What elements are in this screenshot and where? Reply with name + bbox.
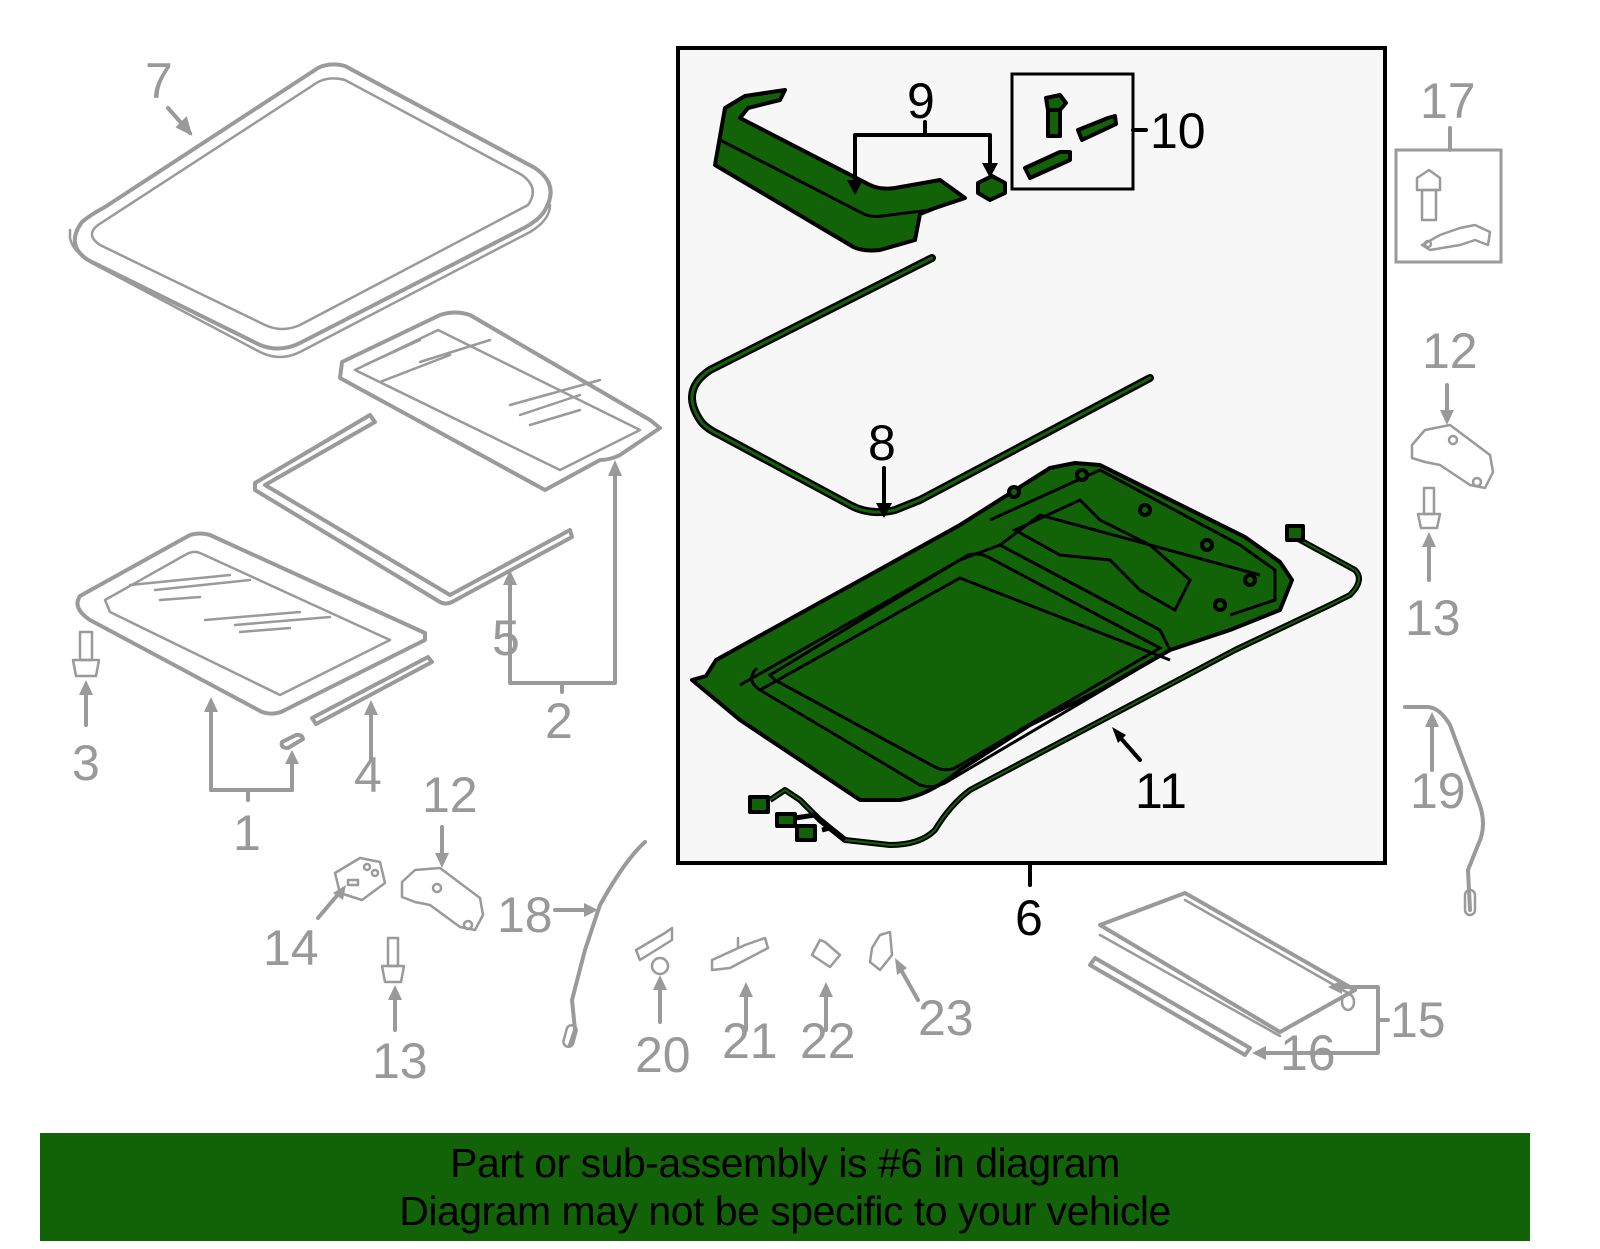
callout-17: 17 [1420,73,1476,129]
callout-16: 16 [1280,1025,1336,1081]
callout-19: 19 [1410,763,1466,819]
callout-11: 11 [1135,763,1187,819]
arrowhead-icon [1440,410,1454,425]
banner-line-1: Part or sub-assembly is #6 in diagram [450,1140,1120,1186]
callout-12-left: 12 [422,767,478,823]
part-15-sunshade[interactable] [1098,891,1357,1038]
arrowhead-icon [819,982,833,997]
callout-10: 10 [1150,103,1206,159]
part-9-clip[interactable] [976,174,1007,202]
part-8-seal[interactable] [688,254,1154,517]
part-18-drain-tube[interactable] [562,840,647,1049]
arrowhead-icon [388,985,402,1000]
arrowhead-icon [435,853,449,868]
arrowhead-icon [285,750,299,764]
callout-23-leader [898,966,920,1002]
arrowhead-icon [364,700,378,715]
callout-12-right: 12 [1422,323,1478,379]
callout-1: 1 [233,805,261,861]
arrowhead-icon [584,903,598,917]
callout-9: 9 [907,73,935,129]
part-21-clip[interactable] [710,936,770,972]
part-16-rod[interactable] [1088,956,1252,1057]
callout-7: 7 [145,53,173,109]
arrowhead-icon [608,460,622,476]
arrowhead-icon [895,958,907,975]
part-19-drain-tube[interactable] [1403,705,1485,917]
callout-22: 22 [800,1013,856,1069]
callout-3: 3 [72,735,100,791]
info-banner: Part or sub-assembly is #6 in diagram Di… [40,1133,1530,1241]
part-22-clip[interactable] [810,938,842,969]
callout-1-bracket [209,756,294,792]
part-13-bolt-right-icon[interactable] [1416,486,1442,530]
callout-15: 15 [1390,992,1446,1048]
part-5-rear-seal[interactable] [253,413,574,606]
callout-18: 18 [497,887,553,943]
arrowhead-icon [333,885,346,900]
arrowhead-icon [1252,1046,1266,1060]
part-23-clip[interactable] [868,930,894,972]
arrowhead-icon [982,163,998,178]
callout-9-bracket [853,133,992,182]
callout-14: 14 [263,920,319,976]
arrowhead-icon [1422,532,1436,547]
part-12-motor-right[interactable] [1410,423,1495,490]
arrowhead-icon [1112,727,1126,743]
callout-23: 23 [918,990,974,1046]
callout-2: 2 [545,693,573,749]
part-7-seal-frame[interactable] [68,62,553,359]
arrowhead-icon [876,503,892,518]
assembly-6-box[interactable]: 9 10 8 [676,46,1387,865]
callout-13-right: 13 [1405,590,1461,646]
callout-14-leader [316,890,342,920]
callout-20: 20 [635,1027,691,1083]
part-4-side-seal[interactable] [310,655,434,726]
part-1-front-glass[interactable] [75,531,427,716]
callout-6: 6 [1015,890,1043,946]
part-17-kit[interactable] [1394,148,1503,264]
part-20-clip[interactable] [634,926,674,976]
callout-21: 21 [722,1013,778,1069]
callout-2-bracket [508,468,617,685]
part-11-harness[interactable] [748,524,1362,848]
arrowhead-icon [653,975,667,990]
sunroof-frame-assembly[interactable] [690,461,1294,802]
arrowhead-icon [739,982,753,997]
arrowhead-icon [847,180,863,195]
part-13-bolt-left-icon[interactable] [380,936,406,984]
part-1-clip[interactable] [279,732,305,750]
arrowhead-icon [175,116,193,136]
part-3-bolt-icon[interactable] [71,630,101,678]
arrowhead-icon [1328,980,1342,994]
part-9-deflector[interactable] [713,88,967,253]
banner-line-2: Diagram may not be specific to your vehi… [399,1188,1171,1234]
callout-5: 5 [492,610,520,666]
callout-8: 8 [868,415,896,471]
callout-4: 4 [354,747,382,803]
callout-13-left: 13 [372,1033,428,1089]
arrowhead-icon [503,570,517,585]
arrowhead-icon [204,697,218,712]
arrowhead-icon [79,680,93,695]
arrowhead-icon [1425,712,1439,727]
part-12-motor-left[interactable] [400,866,485,932]
part-2-rear-glass[interactable] [338,310,662,492]
